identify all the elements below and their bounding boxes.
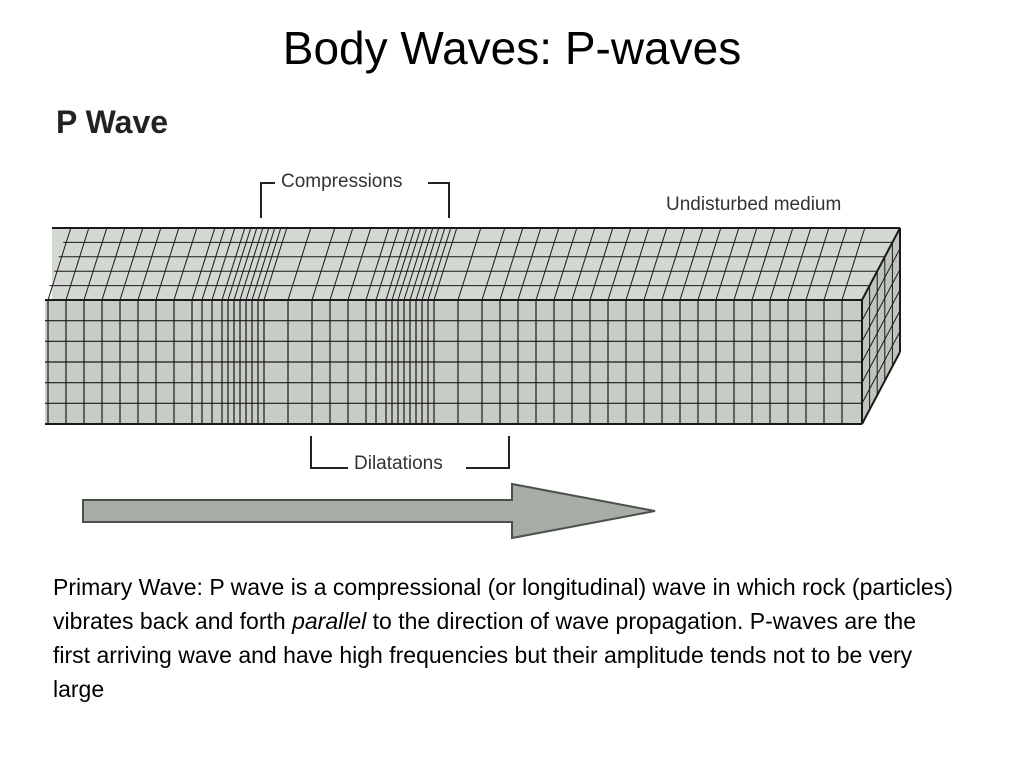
grid-line-top-receding	[499, 227, 524, 301]
grid-line-top-receding	[239, 227, 264, 301]
grid-line-top-receding	[47, 227, 72, 301]
grid-line-top-receding	[697, 227, 722, 301]
grid-line-side-horizontal	[861, 269, 901, 342]
description-part-2: to the direction of wave propagation. P-…	[53, 608, 916, 702]
grid-line-top-receding	[787, 227, 812, 301]
grid-line-top-receding	[553, 227, 578, 301]
dilatations-label: Dilatations	[354, 453, 443, 474]
grid-line-top-receding	[375, 227, 400, 301]
slide-title: Body Waves: P-waves	[282, 22, 742, 74]
compressions-label: Compressions	[281, 171, 403, 192]
grid-line-top-receding	[679, 227, 704, 301]
grid-line-top-receding	[287, 227, 312, 301]
grid-line-top-receding	[805, 227, 830, 301]
grid-line-top-receding	[245, 227, 270, 301]
grid-line-top-receding	[625, 227, 650, 301]
propagation-arrow	[82, 482, 656, 540]
grid-line-top-receding	[119, 227, 144, 301]
grid-line-top-receding	[155, 227, 180, 301]
grid-line-top-receding	[661, 227, 686, 301]
grid-line-top-receding	[65, 227, 90, 301]
grid-line-top-receding	[751, 227, 776, 301]
undisturbed-medium-label: Undisturbed medium	[666, 194, 842, 215]
grid-line-top-receding	[535, 227, 560, 301]
block-top-face	[52, 228, 900, 300]
grid-line-top-receding	[347, 227, 372, 301]
grid-line-top-receding	[841, 227, 866, 301]
grid-line-top-receding	[227, 227, 252, 301]
grid-line-top-receding	[263, 227, 288, 301]
grid-line-top-receding	[607, 227, 632, 301]
grid-line-top-receding	[257, 227, 282, 301]
grid-line-side-horizontal	[861, 331, 901, 404]
grid-line-top-receding	[211, 227, 236, 301]
grid-line-top-receding	[233, 227, 258, 301]
grid-line-top-receding	[83, 227, 108, 301]
grid-line-top-receding	[397, 227, 422, 301]
compressions-bracket	[260, 182, 450, 218]
description-part-1: Primary Wave: P wave is a compressional …	[53, 574, 953, 634]
grid-line-top-receding	[823, 227, 848, 301]
grid-line-top-receding	[715, 227, 740, 301]
grid-line-top-receding	[733, 227, 758, 301]
grid-line-top-receding	[457, 227, 482, 301]
grid-line-top-receding	[191, 227, 216, 301]
grid-line-side-horizontal	[861, 248, 901, 321]
grid-line-top-receding	[481, 227, 506, 301]
grid-line-top-receding	[517, 227, 542, 301]
grid-line-side-horizontal	[861, 289, 901, 363]
grid-line-top-receding	[221, 227, 246, 301]
grid-line-top-receding	[385, 227, 410, 301]
grid-line-top-receding	[427, 227, 452, 301]
grid-line-top-receding	[173, 227, 198, 301]
grid-line-top-receding	[403, 227, 428, 301]
grid-line-top-receding	[137, 227, 162, 301]
diagram-title: P Wave	[56, 104, 169, 140]
grid-line-top-receding	[433, 227, 458, 301]
grid-line-top-receding	[421, 227, 446, 301]
grid-line-top-receding	[365, 227, 390, 301]
grid-line-top-receding	[391, 227, 416, 301]
block-outline	[861, 227, 901, 301]
description-emphasis: parallel	[292, 608, 367, 634]
grid-line-top-receding	[101, 227, 126, 301]
grid-line-top-receding	[415, 227, 440, 301]
block-grid	[45, 227, 901, 425]
grid-line-top-receding	[769, 227, 794, 301]
grid-line-top-receding	[589, 227, 614, 301]
grid-line-top-receding	[251, 227, 276, 301]
grid-line-top-receding	[311, 227, 336, 301]
description-text: Primary Wave: P wave is a compressional …	[53, 570, 953, 706]
p-wave-diagram	[45, 182, 901, 540]
grid-line-side-horizontal	[861, 310, 901, 383]
grid-line-top-receding	[643, 227, 668, 301]
dilatations-bracket	[310, 436, 510, 469]
grid-line-top-receding	[571, 227, 596, 301]
grid-line-top-receding	[329, 227, 354, 301]
grid-line-top-receding	[409, 227, 434, 301]
grid-line-top-receding	[201, 227, 226, 301]
block-outline	[861, 351, 901, 425]
